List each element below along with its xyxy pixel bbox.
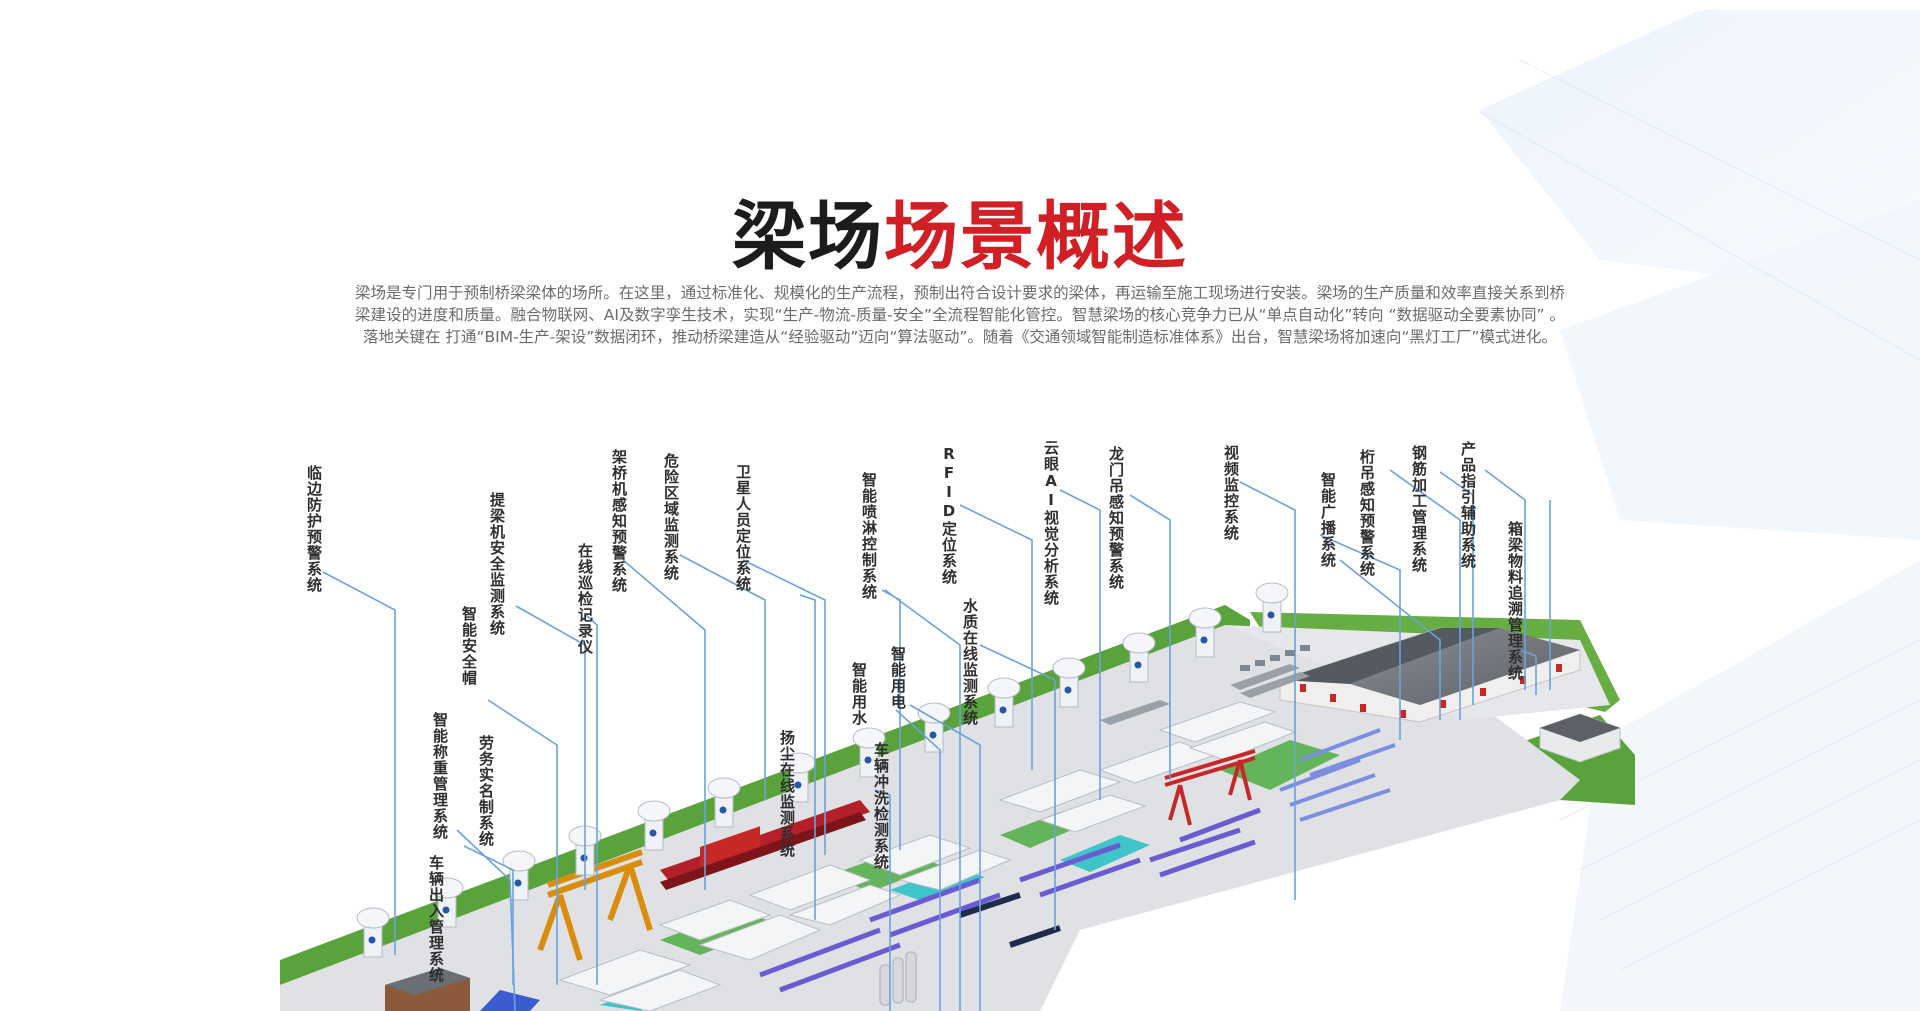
label-box-girder-traceability: 箱梁物料追溯管理系统 [1506, 521, 1524, 681]
label-smart-electricity: 智能用电 [889, 646, 907, 710]
label-rebar-processing: 钢筋加工管理系统 [1410, 445, 1428, 573]
dormitory-blocks [1100, 664, 1310, 725]
vehicles [1240, 645, 1310, 671]
rebar-racks [759, 728, 1396, 993]
label-smart-weighing: 智能称重管理系统 [431, 712, 449, 840]
page-title: 梁场场景概述 [0, 200, 1920, 274]
label-rfid-positioning: RFID定位系统 [940, 445, 958, 585]
label-bridge-erector-warning: 架桥机感知预警系统 [610, 449, 628, 593]
label-smart-helmet: 智能安全帽 [460, 606, 478, 686]
precast-beams [558, 701, 1297, 1011]
label-product-guidance: 产品指引辅助系统 [1459, 441, 1477, 569]
label-vehicle-access: 车辆出入管理系统 [427, 855, 445, 983]
label-smart-water: 智能用水 [850, 662, 868, 726]
yellow-gantry-crane [537, 849, 653, 961]
cement-silos [879, 951, 917, 1006]
label-smart-broadcast: 智能广播系统 [1319, 472, 1337, 568]
label-gantry-crane-warning: 龙门吊感知预警系统 [1107, 446, 1125, 590]
page-title-red: 场景概述 [884, 193, 1188, 280]
label-video-surveillance: 视频监控系统 [1222, 445, 1240, 541]
leader-lines [322, 469, 1551, 1011]
label-beam-lifter-safety: 提梁机安全监测系统 [488, 492, 506, 636]
monitoring-towers [356, 582, 1289, 958]
page-description: 梁场是专门用于预制桥梁梁体的场所。在这里，通过标准化、规模化的生产流程，预制出符… [355, 283, 1565, 346]
label-vehicle-wash-detection: 车辆冲洗检测系统 [872, 742, 890, 870]
label-online-inspection-recorder: 在线巡检记录仪 [576, 543, 594, 655]
label-edge-protection-warning: 临边防护预警系统 [305, 465, 323, 593]
label-labor-real-name: 劳务实名制系统 [477, 735, 495, 847]
label-overhead-crane-warning: 桁吊感知预警系统 [1358, 449, 1376, 577]
label-danger-zone-monitoring: 危险区域监测系统 [662, 453, 680, 581]
label-water-quality-monitoring: 水质在线监测系统 [961, 598, 979, 726]
label-smart-spray-control: 智能喷淋控制系统 [860, 472, 878, 600]
factory-building [1279, 627, 1621, 763]
label-dust-monitoring: 扬尘在线监测系统 [778, 730, 796, 858]
page-title-dark: 梁场 [732, 193, 884, 280]
red-gantry-crane [1164, 749, 1256, 826]
label-cloud-eye-ai-vision: 云眼AI视觉分析系统 [1042, 440, 1060, 606]
entrance-building [385, 968, 540, 1011]
label-satellite-personnel-positioning: 卫星人员定位系统 [734, 464, 752, 592]
